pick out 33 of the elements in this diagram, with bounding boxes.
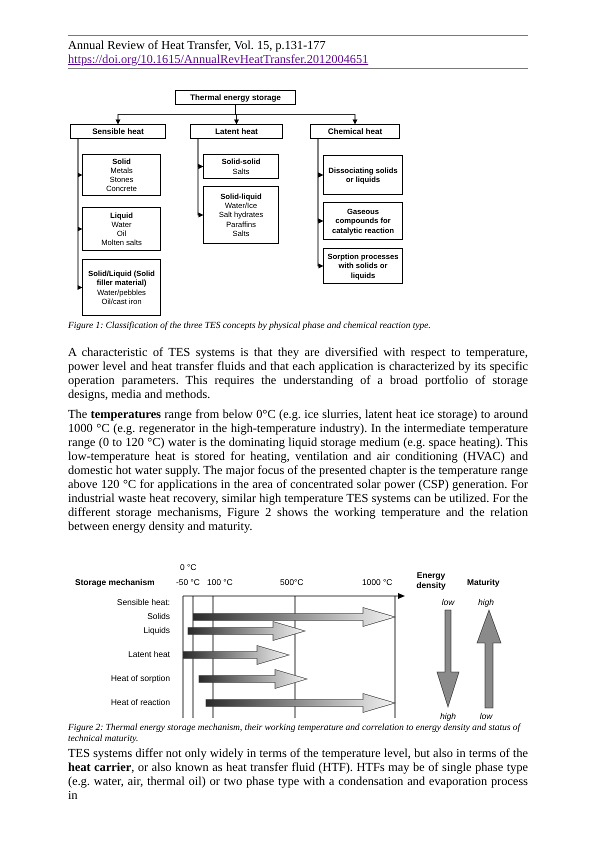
chart-label: Liquids <box>142 625 170 635</box>
chart-label: Sensible heat: <box>116 597 170 607</box>
chart-heading: Storage mechanism <box>75 577 155 587</box>
chart-label: 1000 °C <box>362 577 392 587</box>
chart-label: Heat of sorption <box>110 673 170 683</box>
body-paragraph: A characteristic of TES systems is that they are diversified with respect to temperature, power level and heat transfer fluids and that each application is characterized by its specific operation parameters. This requires the understanding of a broad portfolio of storage designs, media and methods. <box>68 345 528 402</box>
connector-arrow <box>318 138 324 268</box>
scale-label: low <box>478 711 494 721</box>
category-box: Sensible heat <box>70 124 166 139</box>
body-paragraph: TES systems differ not only widely in terms of the temperature level, but also in terms of the heat carrier, or also known as heat transfer fluid (HTF). HTFs may be of single phase type (e.g. water, air, thermal oil) or two phase type with a condensation and evaporation process in <box>68 746 528 802</box>
figure-caption: Figure 1: Classification of the three TES concepts by physical phase and chemical reaction type. <box>68 321 432 332</box>
connector-arrow <box>78 138 82 290</box>
body-paragraph: The temperatures range from below 0°C (e.g. ice slurries, latent heat ice storage) to around 1000 °C (e.g. regenerator in the high-temperature industry). In the intermediate temperature range (0 to 120 °C) water is the dominating liquid storage medium (e.g. space heating). This low-temperature heat is stored for heating, ventilation and air conditioning (HVAC) and domestic hot water supply. The major focus of the presented chapter is the temperature range above 120 °C for applications in the area of concentrated solar power (CSP) generation. For industrial waste heat recovery, similar high temperature TES systems can be utilized. For the different storage mechanisms, Figure 2 shows the working temperature and the relation between energy density and maturity. <box>68 407 528 534</box>
chart-heading: Energy density <box>415 570 447 590</box>
scale-label: high <box>439 711 457 721</box>
chart-label: Solids <box>146 611 170 621</box>
chart-label: Latent heat <box>127 649 170 659</box>
scale-label: high <box>477 597 495 607</box>
chart-label: 0 °C <box>180 562 198 572</box>
connector-arrow <box>198 138 204 218</box>
chart-label: Heat of reaction <box>110 697 170 707</box>
scale-label: low <box>440 597 456 607</box>
chart-label: -50 °C <box>176 577 200 587</box>
doi-link: https://doi.org/10.1615/AnnualRevHeatTransfer.2012004651 <box>68 52 368 66</box>
chart-heading: Maturity <box>467 577 500 587</box>
category-box: Latent heat <box>190 124 283 139</box>
connector-arrow <box>235 104 358 124</box>
figure-caption: Figure 2: Thermal energy storage mechanism, their working temperature and correlation to energy density and status of technical maturity. <box>68 723 522 745</box>
category-box: Thermal energy storage <box>175 90 296 105</box>
category-box: Chemical heat <box>310 124 400 139</box>
chart-label: 500°C <box>280 577 304 587</box>
chart-label: 100 °C <box>207 577 233 587</box>
journal-reference: Annual Review of Heat Transfer, Vol. 15, p.131-177 <box>68 38 326 52</box>
